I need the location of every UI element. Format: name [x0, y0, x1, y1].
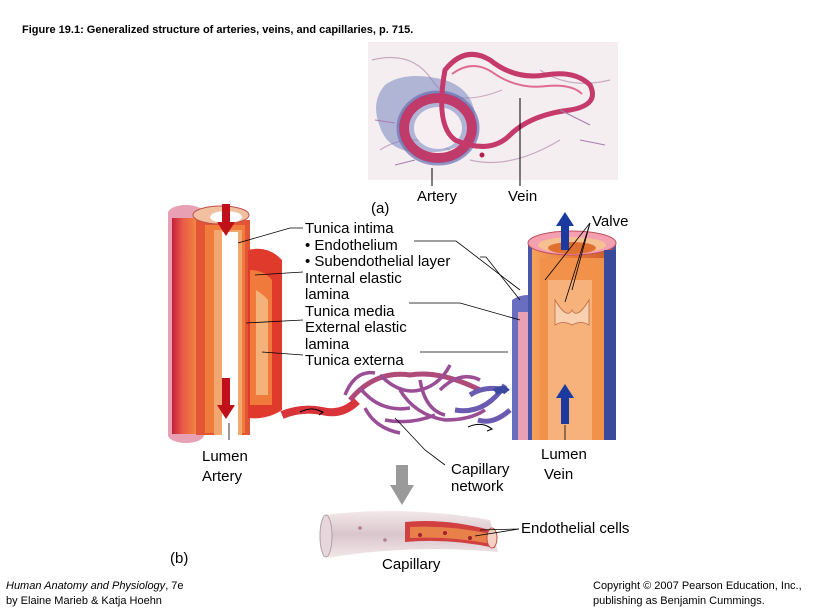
- capillary-network-drawing: [280, 364, 512, 435]
- internal-elastic-lamina-label: lamina: [305, 286, 350, 303]
- artery-flow-arrow-bottom: [217, 378, 235, 419]
- artery-flow-arrow-top: [217, 204, 235, 236]
- artery-cutaway: [168, 205, 282, 443]
- copyright-line1: Copyright © 2007 Pearson Education, Inc.…: [593, 580, 802, 592]
- valve-label: Valve: [592, 213, 629, 230]
- tunica-media-label: Tunica media: [305, 302, 395, 320]
- capillary-network-line2: network: [451, 477, 504, 495]
- magnify-arrow: [390, 465, 414, 505]
- artery-lumen-labels: Lumen Artery: [202, 447, 248, 487]
- part-b-label: (b): [170, 550, 189, 567]
- micrograph-artery-label: Artery: [417, 188, 458, 205]
- part-a-label: (a): [371, 200, 390, 217]
- capillary-drawing: [319, 511, 498, 558]
- copyright: Copyright © 2007 Pearson Education, Inc.…: [593, 579, 802, 609]
- micrograph-vein-label: Vein: [508, 188, 538, 205]
- internal-elastic-label: Internal elastic: [305, 269, 402, 287]
- tunica-intima-label: Tunica intima: [305, 220, 394, 237]
- copyright-line2: publishing as Benjamin Cummings.: [593, 595, 765, 607]
- subendothelial-layer-label: • Subendothelial layer: [305, 253, 451, 270]
- book-edition: , 7e: [165, 580, 184, 592]
- external-elastic-label: External elastic: [305, 319, 407, 336]
- vein-lumen-label: Lumen: [541, 446, 587, 463]
- book-credit: Human Anatomy and Physiology, 7e by Elai…: [6, 579, 184, 609]
- vein-label: Vein: [544, 466, 574, 483]
- capillary-label: Capillary: [382, 556, 441, 573]
- micrograph-image: [368, 42, 618, 180]
- book-title: Human Anatomy and Physiology: [6, 580, 166, 592]
- vein-lumen-labels: Lumen Vein: [541, 445, 587, 485]
- leader-lines: [228, 222, 591, 537]
- artery-label: Artery: [202, 468, 243, 485]
- vein-cutaway: [512, 230, 617, 440]
- tunica-externa-label: Tunica externa: [305, 352, 404, 369]
- book-authors: by Elaine Marieb & Katja Hoehn: [6, 595, 162, 607]
- endothelium-label: • Endothelium: [305, 236, 398, 254]
- artery-lumen-label: Lumen: [202, 448, 248, 465]
- endothelial-cells-label: Endothelial cells: [521, 520, 630, 537]
- external-elastic-lamina-label: lamina: [305, 335, 350, 353]
- capillary-network-line1: Capillary: [451, 461, 510, 478]
- figure-caption: Figure 19.1: Generalized structure of ar…: [22, 24, 414, 36]
- vein-flow-arrow-top: [556, 212, 574, 250]
- capillary-network-label: Capillary network: [451, 461, 510, 495]
- vein-flow-arrow-bottom: [556, 384, 574, 424]
- layer-labels: Tunica intima • Endothelium • Subendothe…: [305, 220, 451, 370]
